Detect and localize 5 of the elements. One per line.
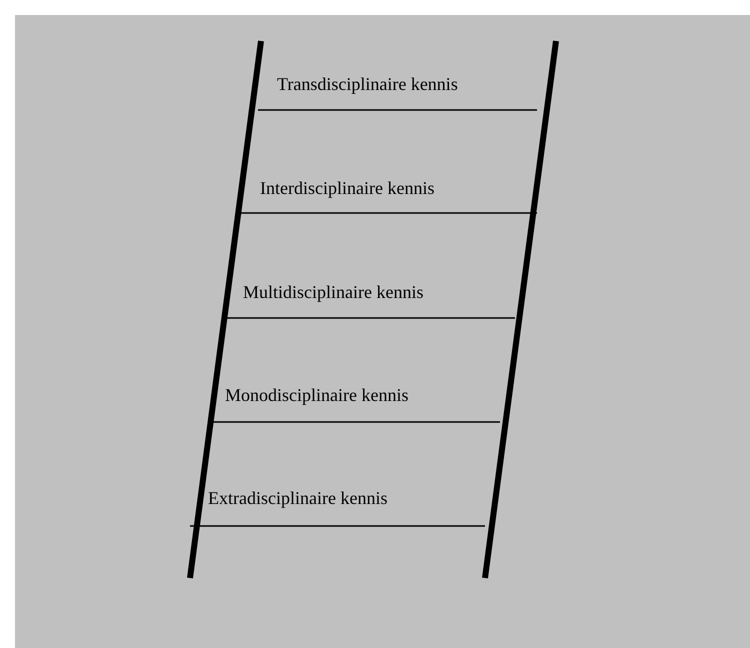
rung-label: Monodisciplinaire kennis (225, 384, 408, 406)
rung-label: Extradisciplinaire kennis (208, 487, 388, 509)
rung-label: Interdisciplinaire kennis (260, 177, 434, 199)
rung-label: Transdisciplinaire kennis (277, 73, 458, 95)
rung-label: Multidisciplinaire kennis (243, 281, 424, 303)
